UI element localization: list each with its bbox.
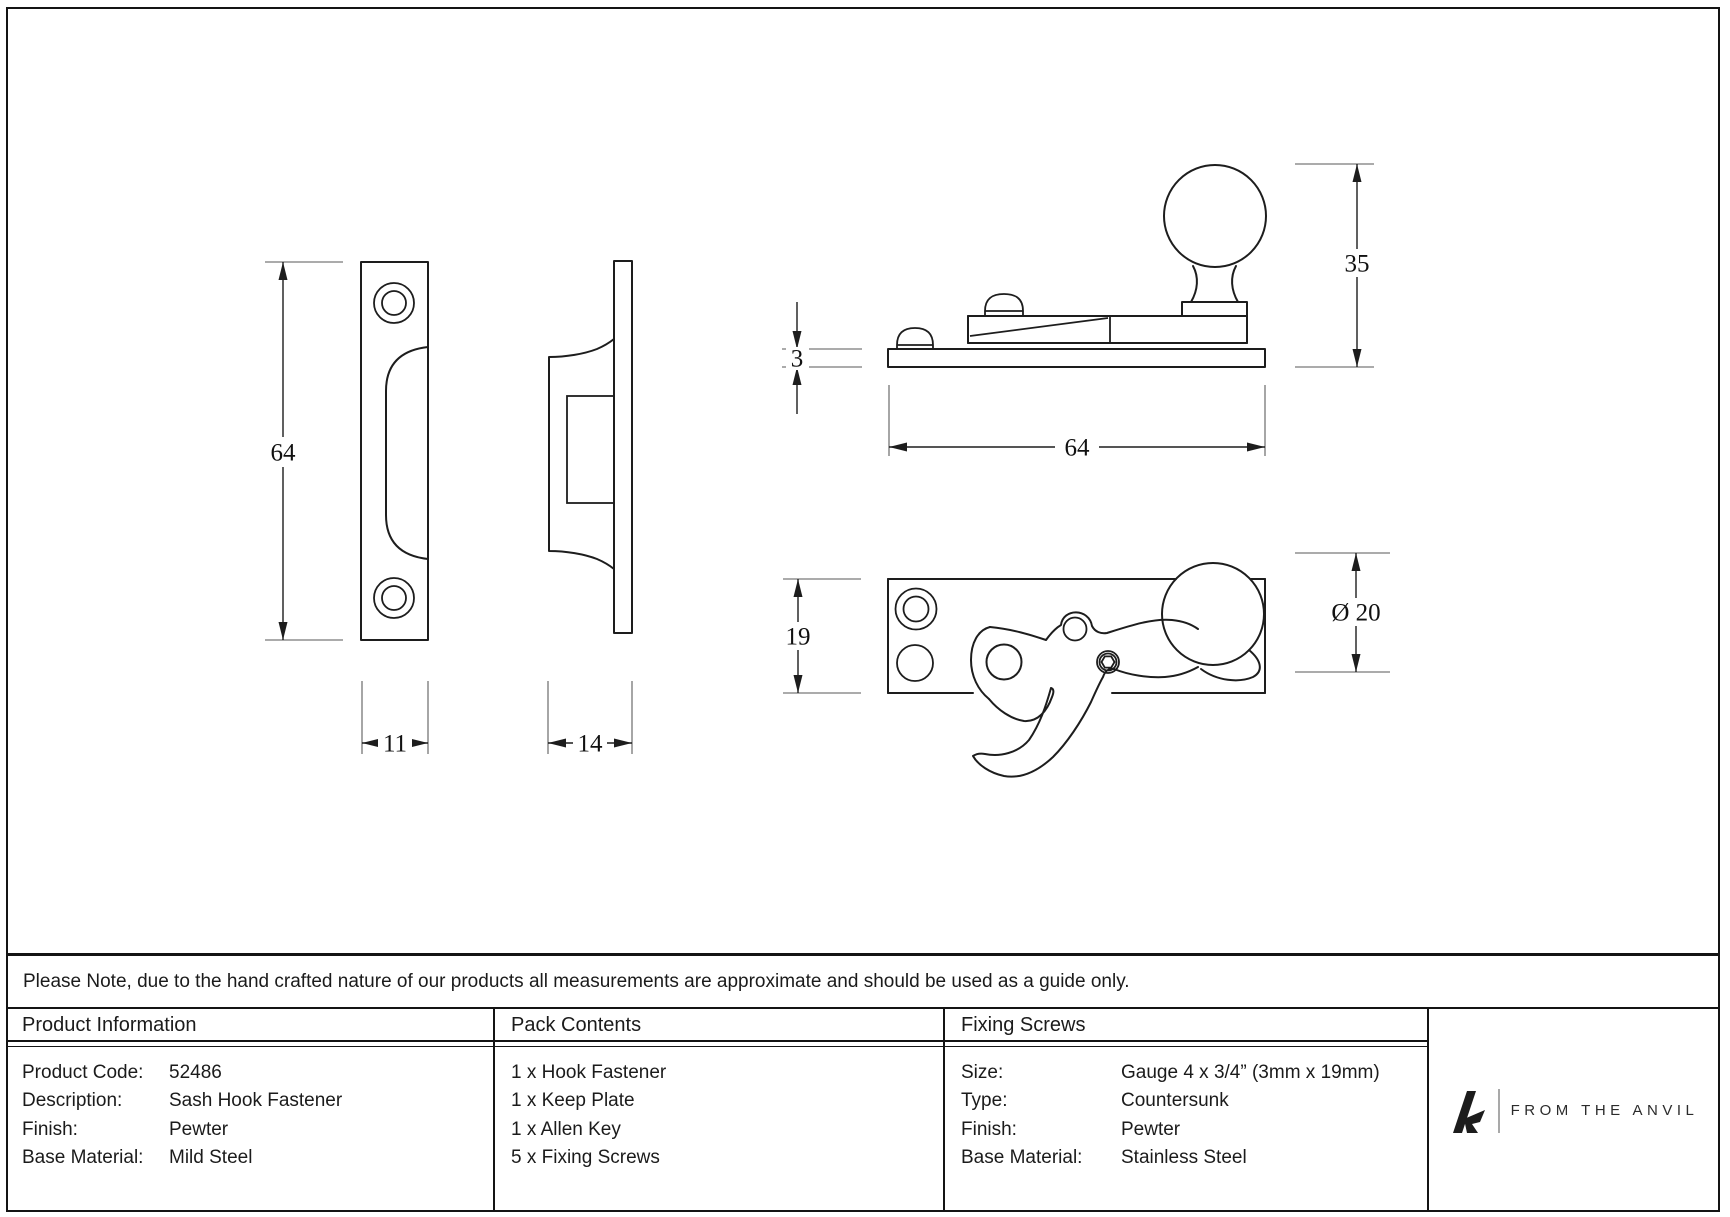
list-item: 5 x Fixing Screws xyxy=(495,1144,943,1173)
spec-table: Product Information Product Code: 52486 … xyxy=(6,1007,1720,1212)
screw-hole-bottom-outer xyxy=(373,577,415,619)
dim-fastener-plate-width: 19 xyxy=(777,578,861,694)
table-row: Description: Sash Hook Fastener xyxy=(6,1087,493,1116)
svg-text:35: 35 xyxy=(1345,251,1370,278)
keep-plate-outline xyxy=(360,261,429,641)
dim-keep-plate-height: 64 xyxy=(262,261,343,641)
row-label: Finish: xyxy=(22,1118,78,1140)
plan-screw-hole-inner xyxy=(902,595,930,623)
brand-name: FROM THE ANVIL xyxy=(1510,1102,1699,1119)
keep-plate-side-view: 14 xyxy=(547,260,633,758)
row-label: Size: xyxy=(961,1061,1004,1083)
svg-text:14: 14 xyxy=(578,731,604,758)
row-value: Stainless Steel xyxy=(1121,1147,1247,1169)
header-divider xyxy=(6,1042,493,1047)
keep-plate-side-recess xyxy=(566,395,615,504)
row-value: Mild Steel xyxy=(169,1147,253,1169)
dim-knob-diameter: Ø 20 xyxy=(1295,552,1393,673)
hex-grub-screw xyxy=(1096,650,1120,674)
svg-text:19: 19 xyxy=(786,624,811,651)
pack-item: 1 x Allen Key xyxy=(511,1118,621,1140)
knob-ball-side xyxy=(1163,164,1267,268)
fixing-screws-column: Fixing Screws Size: Gauge 4 x 3/4” (3mm … xyxy=(943,1009,1427,1212)
fastener-side-view: 3 64 35 xyxy=(782,163,1378,462)
plan-screw-hole-plain xyxy=(896,644,934,682)
dim-keep-plate-depth: 14 xyxy=(547,681,633,758)
list-item: 1 x Keep Plate xyxy=(495,1087,943,1116)
table-row: Size: Gauge 4 x 3/4” (3mm x 19mm) xyxy=(945,1059,1427,1088)
row-label: Finish: xyxy=(961,1118,1017,1140)
screw-dome-wedge xyxy=(984,293,1024,316)
keep-plate-side-flange xyxy=(548,338,615,570)
screw-hole-bottom-inner xyxy=(381,585,407,611)
row-value: Pewter xyxy=(169,1118,229,1140)
product-information-header: Product Information xyxy=(6,1009,493,1042)
base-plate-plan xyxy=(887,578,1266,694)
catch-ring-hole xyxy=(1062,616,1088,642)
fixing-screws-header: Fixing Screws xyxy=(945,1009,1427,1042)
measurement-note: Please Note, due to the hand crafted nat… xyxy=(23,970,1130,992)
row-label: Base Material: xyxy=(961,1147,1083,1169)
row-label: Description: xyxy=(22,1090,123,1112)
table-row: Base Material: Stainless Steel xyxy=(945,1144,1427,1173)
fastener-plan-view: 19 Ø 20 xyxy=(777,552,1393,778)
row-label: Type: xyxy=(961,1090,1008,1112)
pack-contents-header: Pack Contents xyxy=(495,1009,943,1042)
pivot-hole xyxy=(985,643,1023,681)
screw-dome-left xyxy=(896,327,934,349)
row-label: Base Material: xyxy=(22,1147,144,1169)
header-divider xyxy=(945,1042,1427,1047)
row-value: Gauge 4 x 3/4” (3mm x 19mm) xyxy=(1121,1061,1380,1083)
lever-arm-side xyxy=(967,315,1248,344)
table-row: Finish: Pewter xyxy=(6,1116,493,1145)
product-information-column: Product Information Product Code: 52486 … xyxy=(6,1009,493,1212)
list-item: 1 x Hook Fastener xyxy=(495,1059,943,1088)
keep-plate-side-bar xyxy=(613,260,633,634)
row-value: Countersunk xyxy=(1121,1090,1229,1112)
table-row: Base Material: Mild Steel xyxy=(6,1144,493,1173)
list-item: 1 x Allen Key xyxy=(495,1116,943,1145)
svg-text:3: 3 xyxy=(791,346,804,373)
knob-side xyxy=(1163,164,1267,317)
dim-plate-thickness: 3 xyxy=(782,302,862,414)
knob-plan xyxy=(1161,562,1265,682)
pack-item: 1 x Keep Plate xyxy=(511,1090,635,1112)
technical-drawing: 64 11 xyxy=(262,163,1393,778)
svg-text:64: 64 xyxy=(1065,435,1091,462)
knob-ball-plan xyxy=(1161,562,1265,666)
brand-logo: FROM THE ANVIL xyxy=(1451,1088,1699,1133)
keep-plate-recess xyxy=(385,346,429,560)
pack-item: 5 x Fixing Screws xyxy=(511,1147,660,1169)
dim-fastener-height: 35 xyxy=(1295,163,1378,368)
pack-item: 1 x Hook Fastener xyxy=(511,1061,667,1083)
svg-text:64: 64 xyxy=(271,440,297,467)
dim-keep-plate-width: 11 xyxy=(361,681,429,758)
hook-lever-plan xyxy=(970,611,1199,778)
knob-collar xyxy=(1181,301,1248,317)
row-value: Pewter xyxy=(1121,1118,1181,1140)
dim-fastener-length: 64 xyxy=(888,385,1266,462)
anvil-logo-icon xyxy=(1452,1090,1485,1133)
plan-screw-hole-outer xyxy=(894,587,938,631)
table-row: Type: Countersunk xyxy=(945,1087,1427,1116)
keep-plate-front-view: 64 11 xyxy=(262,261,429,758)
base-plate-side xyxy=(887,348,1266,368)
header-divider xyxy=(495,1042,943,1047)
pack-contents-column: Pack Contents 1 x Hook Fastener 1 x Keep… xyxy=(493,1009,943,1212)
row-value: Sash Hook Fastener xyxy=(169,1090,343,1112)
screw-hole-top-outer xyxy=(373,282,415,324)
row-value: 52486 xyxy=(169,1061,222,1083)
svg-text:Ø 20: Ø 20 xyxy=(1331,600,1380,627)
table-row: Product Code: 52486 xyxy=(6,1059,493,1088)
svg-text:11: 11 xyxy=(383,731,407,758)
brand-column: FROM THE ANVIL xyxy=(1427,1009,1720,1212)
logo-divider xyxy=(1497,1088,1500,1133)
row-label: Product Code: xyxy=(22,1061,144,1083)
screw-hole-top-inner xyxy=(381,290,407,316)
table-row: Finish: Pewter xyxy=(945,1116,1427,1145)
measurement-note-row: Please Note, due to the hand crafted nat… xyxy=(6,953,1720,1007)
